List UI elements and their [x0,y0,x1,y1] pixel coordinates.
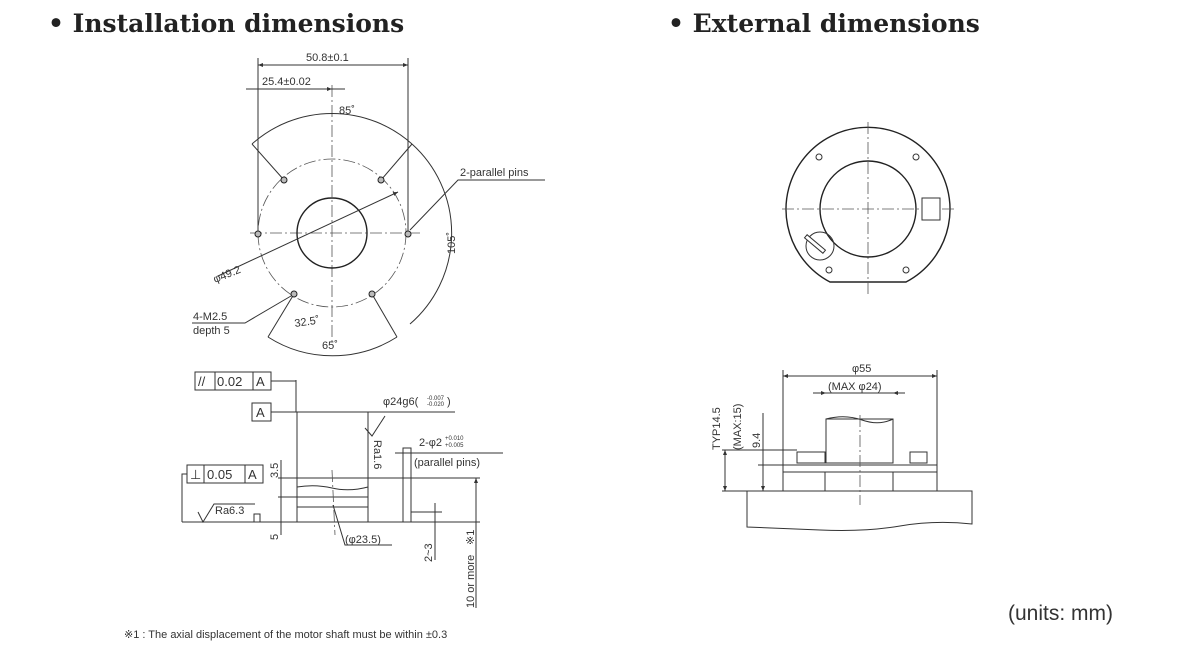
dim-half-pitch: 25.4±0.02 [262,76,311,88]
roughness-shaft: Ra1.6 [371,440,383,469]
angle-right: 105˚ [446,232,458,254]
dim-2-3: 2~3 [423,543,435,562]
shaft-fit: φ24g6( [383,396,419,408]
pin-note: (parallel pins) [414,457,480,469]
pins-label: 2-parallel pins [460,167,529,179]
note-ref: ※1 [465,530,477,545]
dim-5: 5 [269,534,281,540]
pin-tol-upper: +0.010 [445,436,464,442]
svg-text:⊥: ⊥ [190,467,201,482]
dim-pitch: 50.8±0.1 [306,52,349,64]
dim-23-5: (φ23.5) [345,534,381,546]
installation-side-view: // 0.02 A A ⊥ 0.05 A φ24g6( -0.007 -0.02… [181,371,503,608]
svg-text:0.02: 0.02 [217,374,242,389]
datum-a-frame: A [251,402,296,422]
external-top-view [782,122,955,295]
svg-text:A: A [256,374,265,389]
pcd-label: φ49.2 [212,264,243,286]
footnote: ※1 : The axial displacement of the motor… [124,629,447,641]
roughness-face: Ra6.3 [215,505,244,517]
external-side-view: φ55 (MAX φ24) TYP14.5 (MAX:15) 9.4 [711,363,973,531]
tapped-depth-label: depth 5 [193,325,230,337]
tapped-holes-label: 4-M2.5 [193,311,227,323]
angle-top: 85˚ [339,105,355,117]
dim-max-24: (MAX φ24) [828,381,882,393]
dim-3-5: 3.5 [269,463,281,478]
units-label: (units: mm) [1008,602,1113,625]
dim-9-4: 9.4 [751,433,763,448]
dim-55: φ55 [852,363,871,375]
svg-text:A: A [256,405,265,420]
parallelism-frame: // 0.02 A [194,371,296,391]
installation-top-view: 50.8±0.1 25.4±0.02 85˚ 105˚ 65˚ 32.5˚ φ4… [192,52,545,357]
dim-typ-14-5: TYP14.5 [711,407,723,450]
svg-text://: // [198,374,206,389]
svg-text:A: A [248,467,257,482]
external-title: • External dimensions [668,9,980,38]
shaft-tol-upper: -0.007 [427,396,445,402]
angle-half: 32.5˚ [294,315,321,330]
dim-10-or-more: 10 or more [465,555,477,608]
dim-max-15: (MAX:15) [732,404,744,450]
shaft-close: ) [447,396,451,408]
perpendicularity-frame: ⊥ 0.05 A [181,464,264,522]
pin-tol-lower: +0.005 [445,443,464,449]
pin-dia: 2-φ2 [419,437,442,449]
svg-text:0.05: 0.05 [207,467,232,482]
shaft-tol-lower: -0.020 [427,402,445,408]
installation-title: • Installation dimensions [48,9,404,38]
angle-bottom: 65˚ [322,340,338,352]
